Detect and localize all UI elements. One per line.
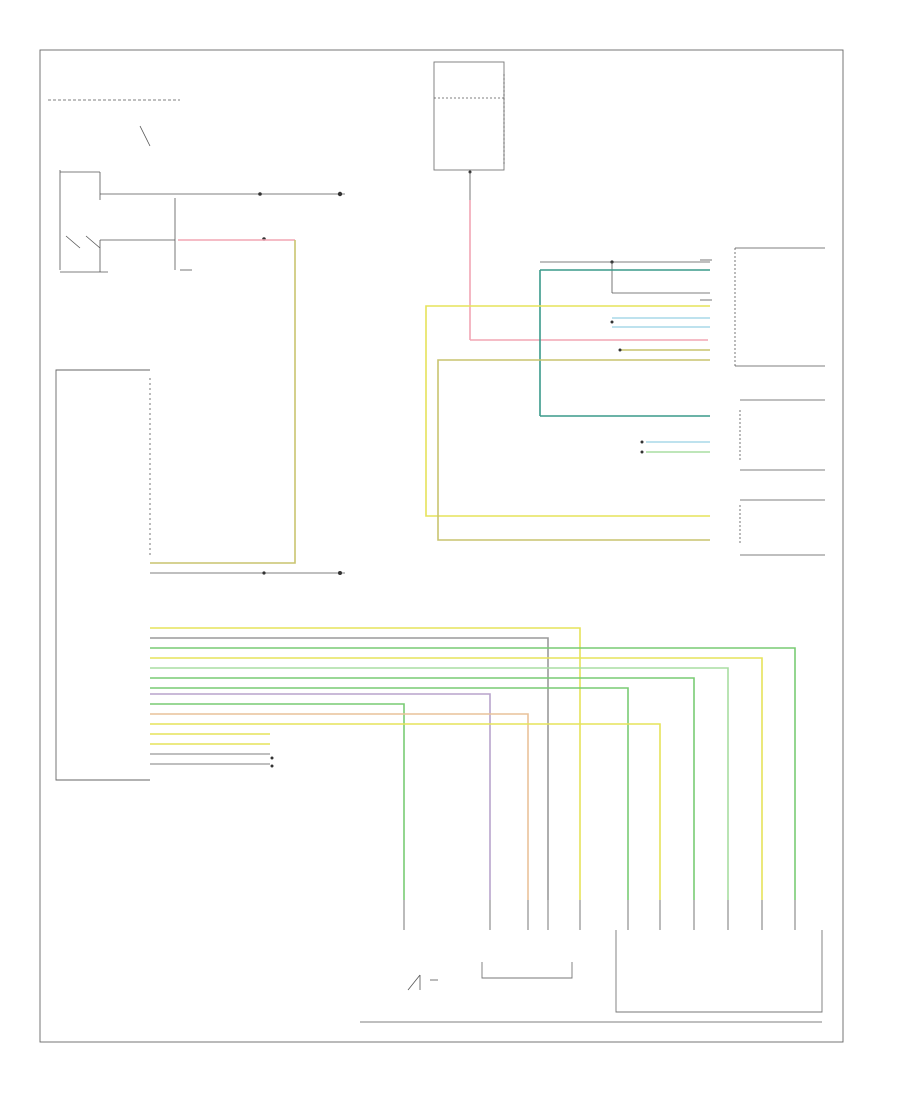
pcm-connector-block <box>55 369 151 781</box>
fuse-block <box>433 61 505 200</box>
trans-range-sensor <box>407 962 573 991</box>
splice-icon <box>258 192 262 196</box>
wire-yellow-loop <box>425 305 710 517</box>
pcm-pin-dots <box>270 756 274 768</box>
wire-olive-pcm <box>150 240 296 564</box>
diagram-frame <box>39 49 844 1043</box>
pcm-harness <box>150 627 796 900</box>
connector-dot-icon <box>337 191 343 197</box>
transmission-module <box>360 930 823 1023</box>
right-module-mid <box>739 399 825 556</box>
ignition-switch-group <box>48 99 345 273</box>
wire-olive-loop <box>437 359 710 541</box>
right-module-top <box>539 247 825 417</box>
bottom-connector-stubs <box>403 900 796 930</box>
